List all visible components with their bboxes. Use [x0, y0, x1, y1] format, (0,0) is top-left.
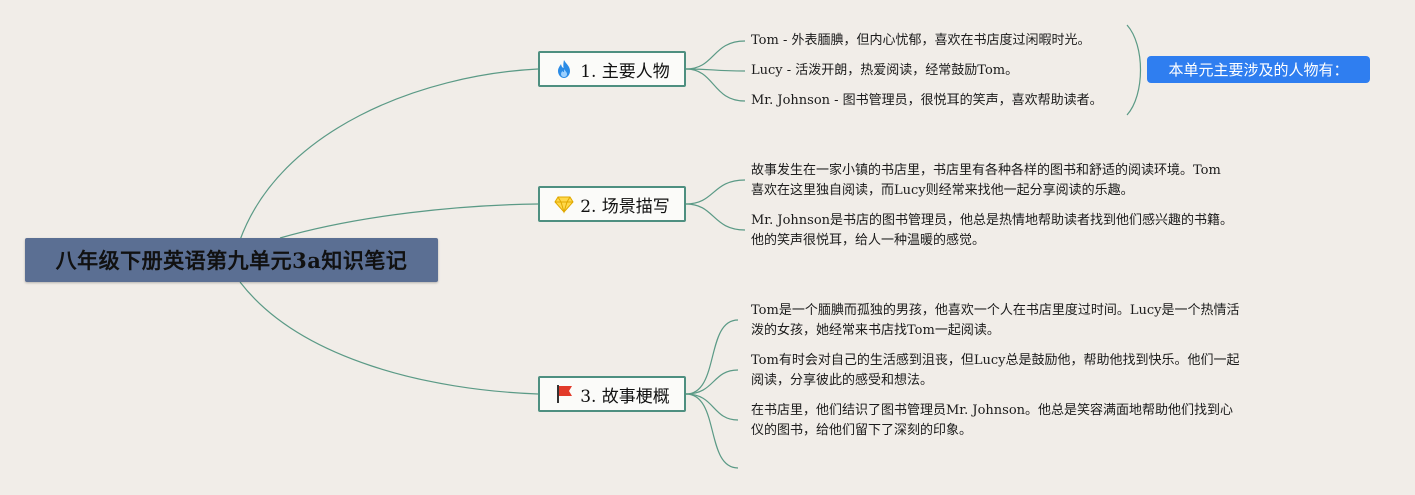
connector-branch-3-leaf-4	[685, 393, 739, 469]
fire-icon	[558, 60, 571, 78]
connector-root-branch-1	[239, 68, 539, 241]
leaf-item[interactable]: 故事发生在一家小镇的书店里，书店里有各种各样的图书和舒适的阅读环境。Tom喜欢在…	[751, 163, 1221, 198]
leaf-item[interactable]: Tom有时会对自己的生活感到沮丧，但Lucy总是鼓励他，帮助他找到快乐。他们一起…	[751, 353, 1240, 388]
connector-branch-3-leaf-1	[685, 319, 739, 395]
leaf-item[interactable]: Mr. Johnson - 图书管理员，很悦耳的笑声，喜欢帮助读者。	[751, 93, 1103, 108]
red-flag-icon	[557, 385, 573, 403]
summary-tag[interactable]: 本单元主要涉及的人物有：	[1147, 56, 1370, 83]
branch-main-characters[interactable]: 1. 主要人物	[538, 51, 686, 87]
summary-brace	[1126, 24, 1141, 116]
branch-label: 2. 场景描写	[580, 196, 670, 217]
diamond-icon	[554, 196, 574, 214]
connector-root-branch-3	[239, 281, 539, 395]
branch-label: 3. 故事梗概	[580, 386, 670, 407]
connector-branch-3-leaf-2	[685, 369, 739, 395]
connector-branch-1-leaf-2	[685, 68, 746, 72]
branch-label: 1. 主要人物	[580, 61, 670, 82]
leaf-item[interactable]: 在书店里，他们结识了图书管理员Mr. Johnson。他总是笑容满面地帮助他们找…	[751, 403, 1234, 438]
connector-branch-1-leaf-3	[685, 68, 746, 102]
leaf-item[interactable]: Tom - 外表腼腆，但内心忧郁，喜欢在书店度过闲暇时光。	[751, 33, 1091, 48]
leaf-item[interactable]: Lucy - 活泼开朗，热爱阅读，经常鼓励Tom。	[751, 63, 1019, 78]
branch-story-outline[interactable]: 3. 故事梗概	[538, 376, 686, 412]
leaf-item[interactable]: Mr. Johnson是书店的图书管理员，他总是热情地帮助读者找到他们感兴趣的书…	[751, 213, 1234, 248]
connector-root-branch-2	[279, 203, 539, 239]
connector-branch-2-leaf-1	[685, 179, 746, 205]
root-title: 八年级下册英语第九单元3a知识笔记	[55, 248, 408, 273]
branch-scene-description[interactable]: 2. 场景描写	[538, 186, 686, 222]
leaf-item[interactable]: Tom是一个腼腆而孤独的男孩，他喜欢一个人在书店里度过时间。Lucy是一个热情活…	[751, 303, 1240, 338]
root-topic[interactable]: 八年级下册英语第九单元3a知识笔记	[25, 238, 438, 282]
connector-branch-1-leaf-1	[685, 40, 746, 70]
connector-branch-2-leaf-2	[685, 203, 746, 231]
connector-branch-3-leaf-3	[685, 393, 739, 421]
